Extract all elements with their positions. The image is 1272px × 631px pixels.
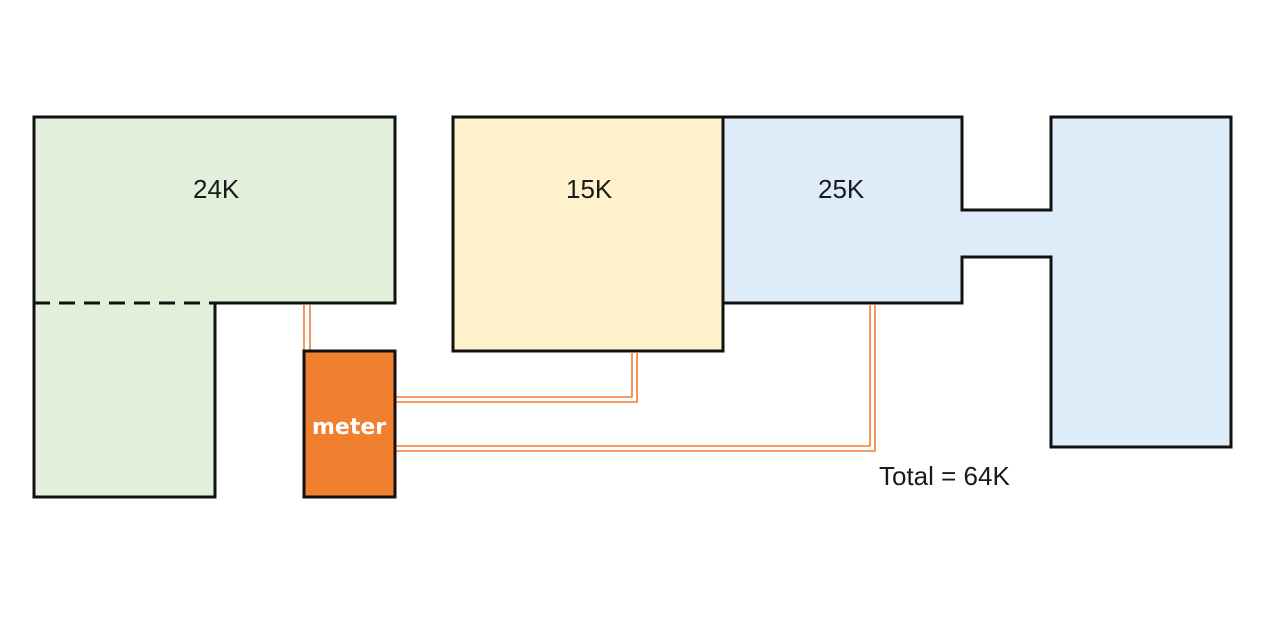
- zone-a-label: 24K: [193, 174, 240, 204]
- wire-zone-a: [303, 305, 311, 351]
- meter-label: meter: [312, 415, 387, 440]
- total-label: Total = 64K: [879, 461, 1010, 491]
- meter-box: [302, 349, 397, 499]
- wire-zone-b: [396, 352, 638, 403]
- wire-zone-c: [396, 305, 876, 452]
- zone-b-label: 15K: [566, 174, 613, 204]
- zone-b-shape: [451, 115, 725, 353]
- zone-c-shape: [721, 115, 1233, 449]
- zone-c-label: 25K: [818, 174, 865, 204]
